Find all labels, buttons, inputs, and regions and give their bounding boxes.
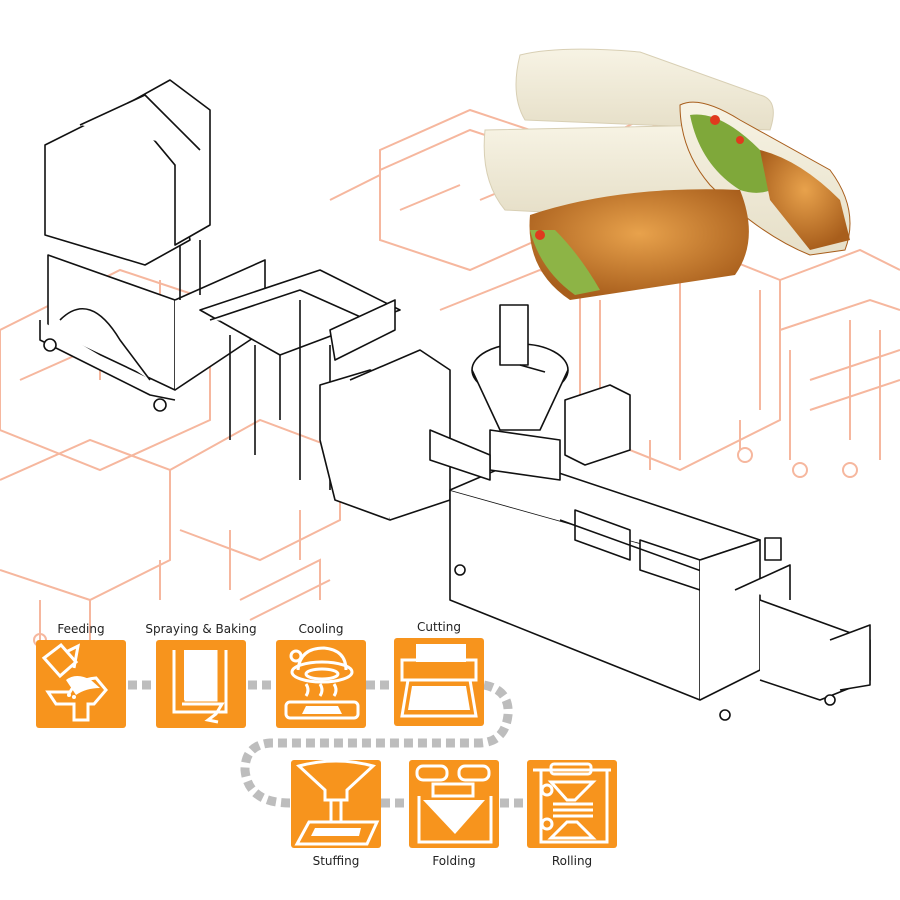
step-label: Feeding — [57, 622, 105, 636]
step-label: Cooling — [298, 622, 344, 636]
step-label: Cutting — [417, 620, 461, 634]
step-label: Stuffing — [312, 854, 360, 868]
step-label: Rolling — [551, 854, 593, 868]
step-label: Folding — [432, 854, 476, 868]
stuffing-icon — [291, 760, 381, 848]
cooling-icon — [276, 640, 366, 728]
rolling-icon — [527, 760, 617, 848]
step-label: Spraying & Baking — [145, 622, 257, 636]
cutting-icon — [394, 638, 484, 726]
feeding-icon — [36, 640, 126, 728]
spraying-baking-icon — [156, 640, 246, 728]
folding-icon — [409, 760, 499, 848]
